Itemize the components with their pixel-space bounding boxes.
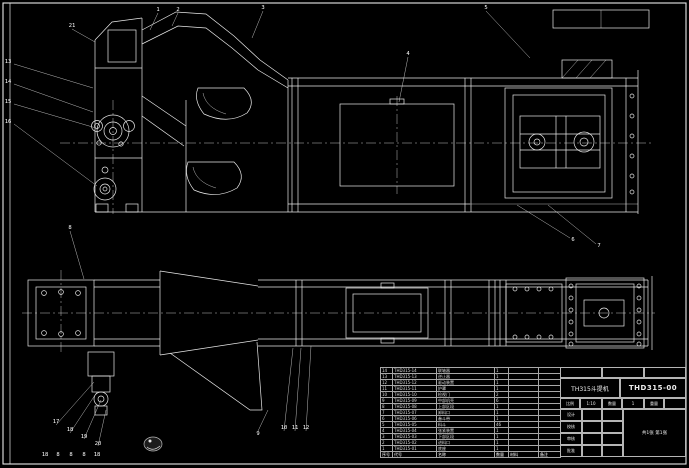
callout-balloon: 8 [69, 452, 73, 458]
title-block-cell [644, 367, 686, 378]
inspection-door [339, 98, 455, 187]
callout-balloon: 12 [302, 425, 310, 431]
parts-cell: 材料 [508, 451, 539, 458]
inspection-door-plan [345, 282, 429, 344]
callout-balloon: 21 [68, 23, 76, 29]
callout-balloon: 20 [94, 441, 102, 447]
pulley-assembly [91, 114, 135, 201]
callout-balloon: 11 [291, 425, 299, 431]
parts-cell: 名称 [436, 451, 495, 458]
signature-blank [582, 421, 602, 433]
callout-balloon: 17 [52, 419, 60, 425]
qty-value: 1 [622, 398, 644, 409]
callout-balloon: 6 [571, 237, 575, 243]
parts-cell: 数量 [494, 451, 509, 458]
callout-balloon: 18 [41, 452, 49, 458]
title-block-cell [602, 367, 644, 378]
drawing-number: THD315-00 [620, 378, 686, 398]
leader-lines [13, 10, 597, 447]
middle-casing [95, 77, 638, 213]
callout-balloon: 9 [256, 431, 260, 437]
callout-balloon: 4 [406, 51, 410, 57]
title-block-cell [560, 367, 602, 378]
callout-balloon: 14 [4, 79, 12, 85]
callout-balloon: 5 [484, 5, 488, 11]
boot-flange [27, 279, 95, 347]
parts-cell: 备注 [538, 451, 561, 458]
signature-label: 校核 [560, 421, 582, 433]
note-box [552, 9, 650, 29]
callout-balloon: 16 [4, 119, 12, 125]
callout-balloon: 8 [82, 452, 86, 458]
callout-balloon: 15 [4, 99, 12, 105]
signature-date-blank [602, 445, 623, 457]
plan-view [27, 270, 653, 416]
callout-balloon: 18 [93, 452, 101, 458]
product-name: TH315斗提机 [560, 378, 620, 398]
callout-balloon: 7 [597, 243, 601, 249]
parts-cell: 代号 [392, 451, 437, 458]
qty-label: 数量 [602, 398, 622, 409]
inlet-hopper [169, 341, 263, 411]
callout-balloon: 10 [280, 425, 288, 431]
callout-balloon: 13 [4, 59, 12, 65]
callout-balloon: 18 [66, 427, 74, 433]
centerlines [22, 96, 655, 354]
title-block: TH315斗提机 THD315-00 比例 1:10 数量 1 重量 设计校核审… [560, 367, 686, 457]
callout-balloon: 2 [176, 7, 180, 13]
signature-label: 批准 [560, 445, 582, 457]
drive-section [504, 70, 639, 214]
signature-blank [582, 433, 602, 445]
weight-label: 重量 [644, 398, 664, 409]
scale-value: 1:10 [580, 398, 602, 409]
hatch-panel [561, 59, 613, 79]
drive-flange-plan [499, 277, 645, 349]
signature-date-blank [602, 421, 623, 433]
signature-date-blank [602, 409, 623, 421]
scale-label: 比例 [560, 398, 580, 409]
takeup-detail [87, 351, 115, 416]
callout-balloon: 8 [68, 225, 72, 231]
signature-blank [582, 409, 602, 421]
signature-label: 设计 [560, 409, 582, 421]
callout-balloon: 3 [261, 5, 265, 11]
callout-balloon: 8 [56, 452, 60, 458]
sheet-info: 共1张 第1张 [623, 409, 686, 457]
stamp-mark [143, 436, 163, 452]
weight-value [664, 398, 686, 409]
bucket-chain [186, 87, 252, 195]
signature-date-blank [602, 433, 623, 445]
signature-label: 审核 [560, 433, 582, 445]
discharge-hood [141, 11, 289, 212]
signature-rows: 设计校核审核批准 [560, 409, 623, 457]
duct-plan [258, 276, 653, 350]
parts-cell: 序号 [380, 451, 393, 458]
elevation-view [91, 9, 650, 214]
callout-balloon: 19 [80, 434, 88, 440]
boot-extension [94, 270, 259, 356]
signature-blank [582, 445, 602, 457]
head-section [94, 17, 143, 213]
callout-balloon: 1 [156, 7, 160, 13]
